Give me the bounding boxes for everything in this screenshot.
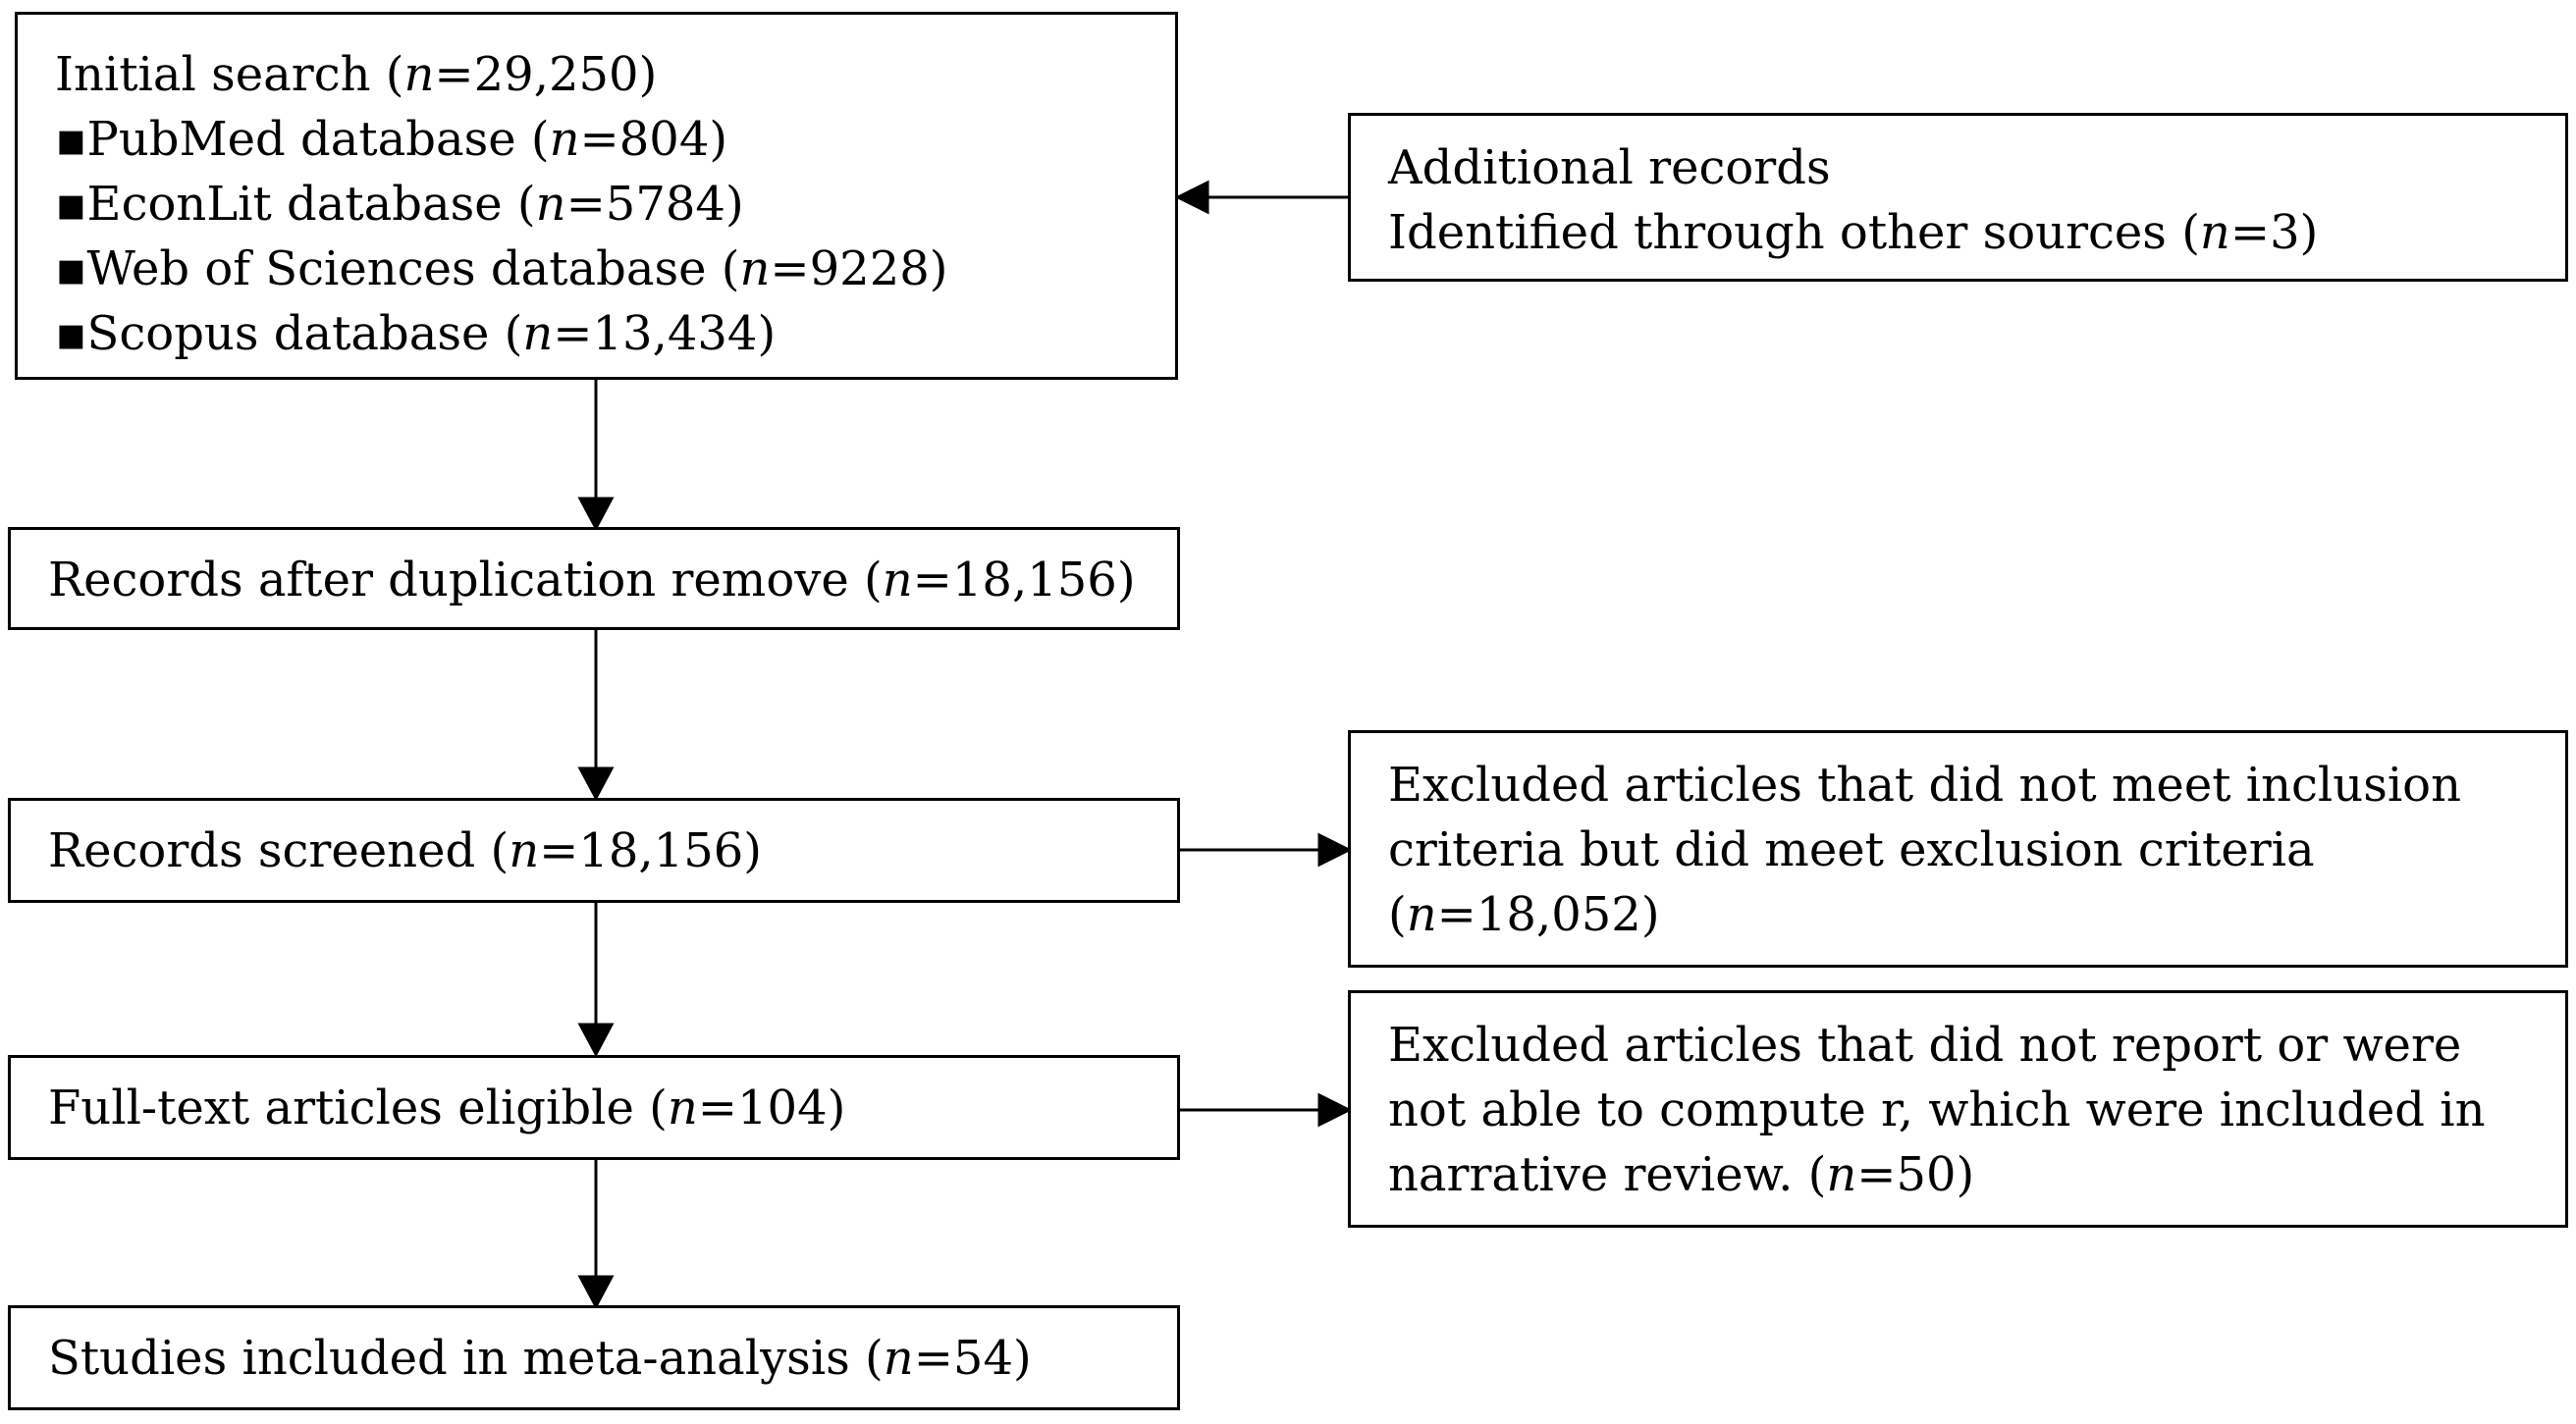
- excluded-r-line3: narrative review. (n=50): [1388, 1147, 1975, 1202]
- excluded-criteria-count: (n=18,052): [1388, 887, 1660, 942]
- excluded-criteria-line1: Excluded articles that did not meet incl…: [1388, 758, 2461, 813]
- source-web-of-sciences: ▪Web of Sciences database (n=9228): [55, 241, 948, 296]
- fulltext-label: Full-text articles eligible (n=104): [48, 1081, 846, 1135]
- excluded-r-box: Excluded articles that did not report or…: [1348, 990, 2568, 1228]
- excluded-r-line2: not able to compute r, which were includ…: [1388, 1082, 2486, 1137]
- screened-box: Records screened (n=18,156): [8, 798, 1180, 903]
- dedup-box: Records after duplication remove (n=18,1…: [8, 527, 1180, 630]
- source-pubmed: ▪PubMed database (n=804): [55, 112, 728, 167]
- initial-search-title: Initial search (n=29,250): [55, 47, 658, 102]
- additional-records-line2: Identified through other sources (n=3): [1388, 205, 2319, 260]
- excluded-criteria-line2: criteria but did meet exclusion criteria: [1388, 822, 2315, 877]
- included-box: Studies included in meta-analysis (n=54): [8, 1305, 1180, 1410]
- fulltext-box: Full-text articles eligible (n=104): [8, 1055, 1180, 1160]
- additional-records-line1: Additional records: [1388, 140, 1831, 195]
- initial-search-box: Initial search (n=29,250) ▪PubMed databa…: [15, 12, 1178, 380]
- dedup-label: Records after duplication remove (n=18,1…: [48, 553, 1136, 607]
- additional-records-box: Additional records Identified through ot…: [1348, 113, 2568, 282]
- source-scopus: ▪Scopus database (n=13,434): [55, 306, 777, 361]
- excluded-criteria-box: Excluded articles that did not meet incl…: [1348, 730, 2568, 968]
- included-label: Studies included in meta-analysis (n=54): [48, 1331, 1032, 1386]
- screened-label: Records screened (n=18,156): [48, 823, 763, 878]
- source-econlit: ▪EconLit database (n=5784): [55, 177, 744, 232]
- excluded-r-line1: Excluded articles that did not report or…: [1388, 1018, 2462, 1073]
